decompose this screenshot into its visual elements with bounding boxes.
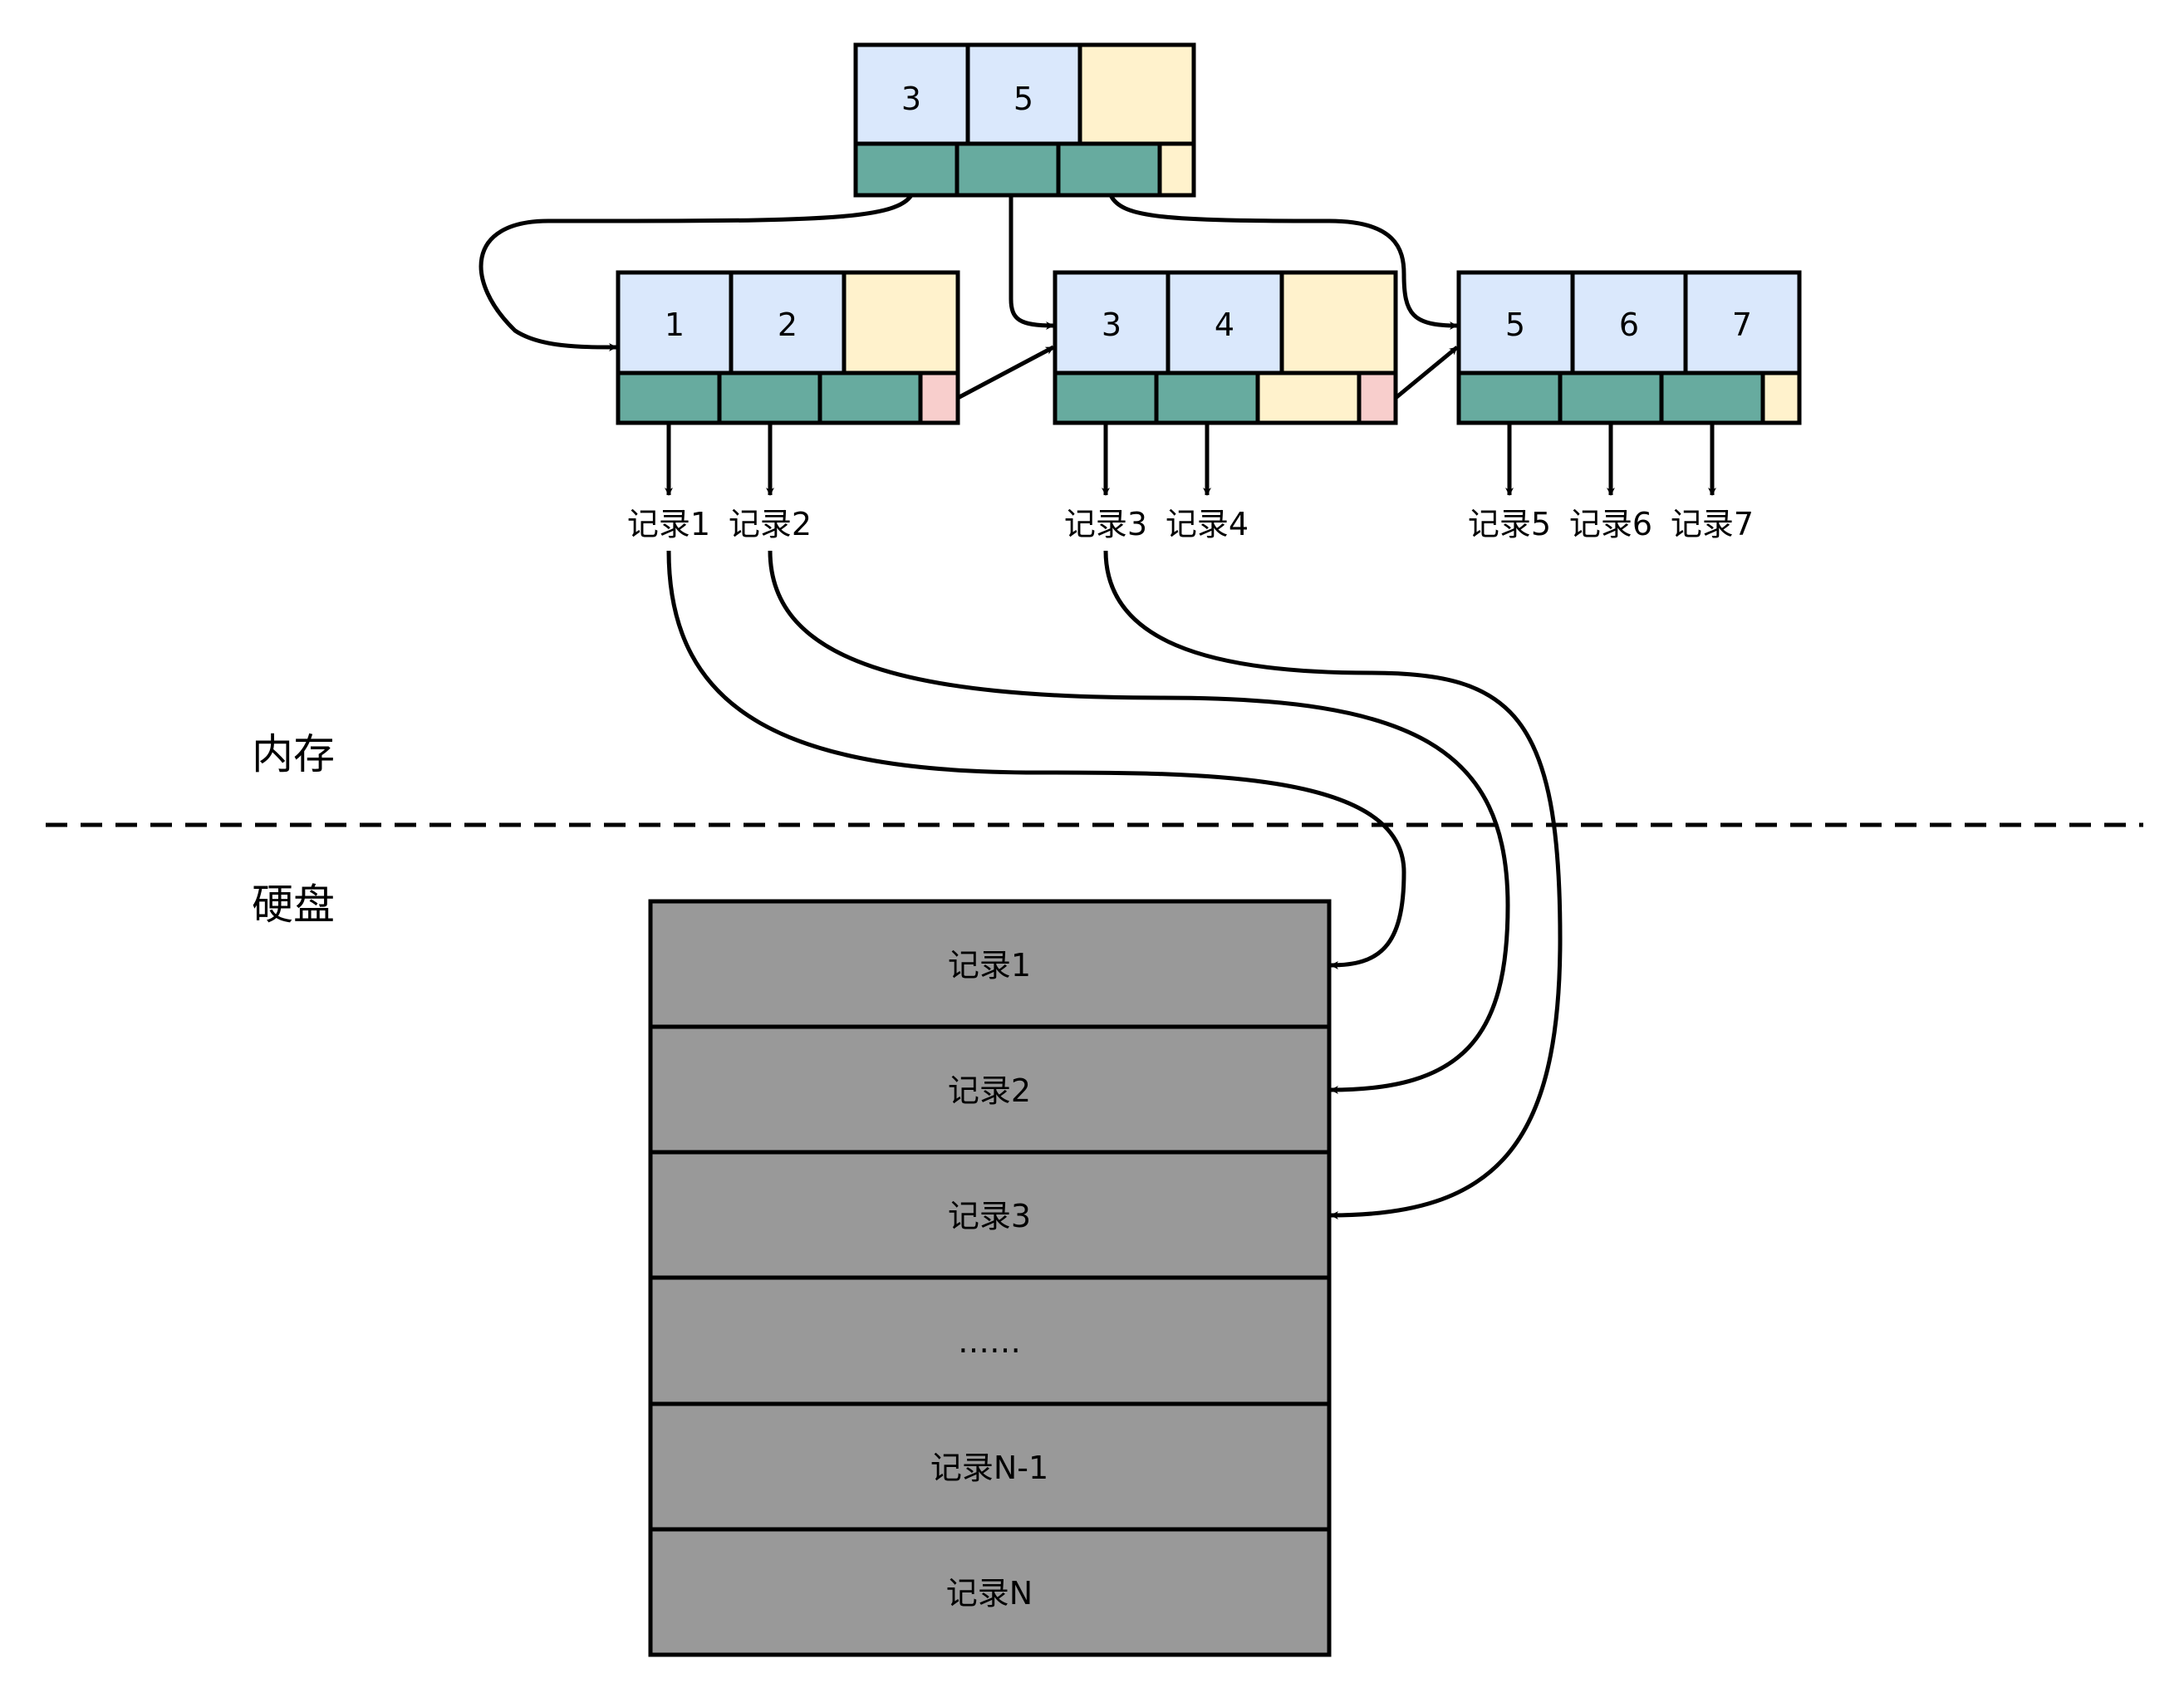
leaf-key: 2	[778, 307, 798, 343]
leaf-pointer-cell	[1456, 370, 1563, 425]
leaf-pointer-cell	[1659, 370, 1765, 425]
root-to-leaf1-arrow	[479, 194, 914, 351]
leaf-key: 6	[1619, 307, 1639, 343]
disk-row-labels: 记录1 记录2 记录3 …… 记录N-1 记录N	[930, 947, 1048, 1612]
leaf1-to-leaf2-link	[956, 345, 1055, 400]
record3-to-disk-arrow	[1103, 550, 1563, 1219]
record-disk-links	[666, 550, 1563, 1219]
root-key: 3	[901, 81, 921, 117]
disk-row-label: 记录N-1	[930, 1450, 1048, 1486]
leaf-key-cell	[1570, 270, 1688, 375]
leaf-empty-cell	[842, 270, 960, 375]
disk-label: 硬盘	[252, 881, 335, 929]
leaf-pointer-cell	[1558, 370, 1664, 425]
record1-to-disk-arrow	[666, 550, 1406, 969]
leaf-empty-pointer-cell	[1760, 370, 1802, 425]
record-label: 记录3	[1064, 506, 1147, 542]
record-label: 记录6	[1569, 506, 1652, 542]
leaf-key: 1	[665, 307, 685, 343]
leaf-key: 3	[1102, 307, 1121, 343]
disk-row	[648, 1275, 1332, 1406]
disk-row-label: 记录3	[948, 1198, 1031, 1234]
disk-table	[648, 899, 1332, 1657]
leaf-key-cell	[1166, 270, 1284, 375]
leaf-pointer-cell	[717, 370, 822, 425]
leaf-key: 5	[1505, 307, 1525, 343]
root-pointer-cell	[1056, 141, 1162, 198]
root-empty-pointer-cell	[1157, 141, 1196, 198]
leaf-record-arrows	[665, 423, 1716, 496]
leaf-pointer-cell	[1154, 370, 1260, 425]
leaf-node-2: 3 4	[1053, 270, 1398, 425]
root-to-leaf2-arrow	[1009, 195, 1054, 330]
memory-label: 内存	[252, 730, 335, 778]
root-node: 3 5	[853, 42, 1196, 198]
leaf-pointer-cell	[1053, 370, 1159, 425]
record-label: 记录7	[1671, 506, 1754, 542]
disk-row	[648, 1401, 1332, 1532]
disk-row-label: 记录1	[948, 947, 1031, 984]
record-label: 记录5	[1468, 506, 1551, 542]
leaf-record-labels: 记录1 记录2 记录3 记录4 记录5 记录6 记录7	[627, 506, 1754, 542]
record2-to-disk-arrow	[768, 550, 1510, 1094]
tree-edges	[479, 194, 1459, 400]
leaf-empty-pointer-cell	[1255, 370, 1362, 425]
leaf-pointer-cell	[817, 370, 923, 425]
root-pointer-cell	[955, 141, 1061, 198]
leaf-next-pointer-cell	[918, 370, 960, 425]
root-to-leaf3-arrow	[1108, 194, 1458, 330]
leaf-node-3: 5 6 7	[1456, 270, 1802, 425]
disk-row-label: 记录2	[948, 1072, 1031, 1109]
disk-row-label: 记录N	[946, 1575, 1033, 1612]
leaf-pointer-cell	[616, 370, 722, 425]
leaf-key: 7	[1732, 307, 1752, 343]
root-pointer-cell	[853, 141, 959, 198]
root-key: 5	[1013, 81, 1033, 117]
root-empty-cell	[1077, 42, 1196, 146]
record-label: 记录2	[729, 506, 812, 542]
record-label: 记录4	[1166, 506, 1249, 542]
leaf-next-pointer-cell	[1357, 370, 1398, 425]
leaf-key: 4	[1215, 307, 1234, 343]
disk-row-label: ……	[958, 1323, 1021, 1360]
leaf-node-1: 1 2	[616, 270, 960, 425]
disk-row	[648, 1527, 1332, 1657]
record-label: 记录1	[627, 506, 710, 542]
leaf-empty-cell	[1279, 270, 1398, 375]
disk-row	[648, 1024, 1332, 1155]
leaf2-to-leaf3-link	[1394, 346, 1459, 400]
